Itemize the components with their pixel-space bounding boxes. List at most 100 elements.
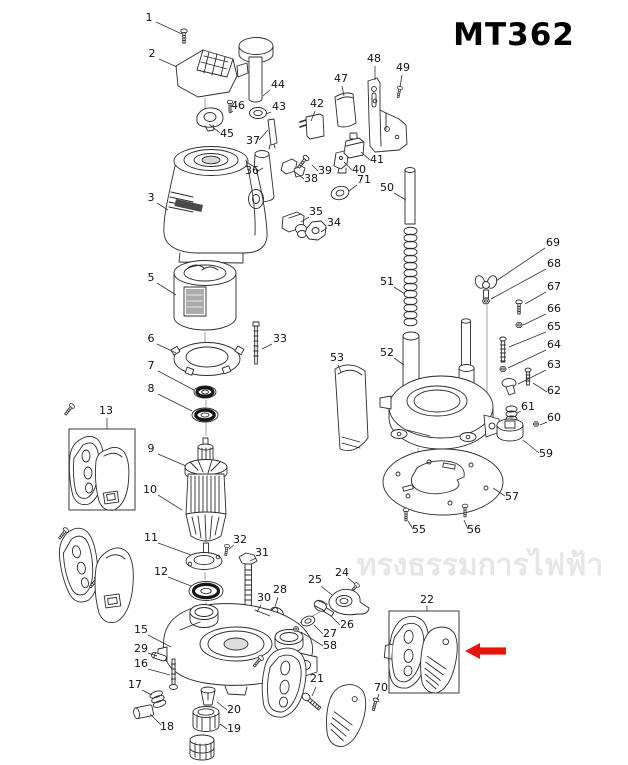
leader-line-36 [257,167,264,172]
leader-line-24 [347,577,356,585]
part-22-handle-inner [383,615,430,689]
part-label-68: 68 [547,257,561,270]
handle-left-inner [58,527,99,603]
leader-line-50 [393,192,407,201]
leader-line-60 [539,421,548,426]
part-2-top-cover [175,49,249,98]
part-19-collet-nut [192,706,220,732]
leader-line-53 [337,364,342,373]
part-label-38: 38 [304,172,318,185]
part-6-retainer-ring [170,342,245,376]
part-label-71: 71 [357,173,371,186]
leader-line-57 [492,487,506,497]
part-label-8: 8 [148,382,155,395]
part-label-45: 45 [220,127,234,140]
part-label-46: 46 [231,99,245,112]
part-13-handle-inner [68,436,105,506]
part-label-7: 7 [148,359,155,372]
part-38-carbon-brush [280,158,306,178]
part-label-16: 16 [134,657,148,670]
part-label-29: 29 [134,642,148,655]
part-21-bolt [301,692,322,711]
part-45-holder [196,107,224,132]
part-label-65: 65 [547,320,561,333]
part-1-screw [180,28,188,44]
part-label-5: 5 [148,271,155,284]
part-label-34: 34 [327,216,341,229]
part-label-24: 24 [335,566,349,579]
leader-line-20 [216,701,228,711]
part-label-10: 10 [143,483,157,496]
part-53-guard [334,364,369,452]
part-label-41: 41 [370,153,384,166]
part-42-capacitor [299,113,325,140]
part-3-motor-housing [163,146,268,264]
part-13-handle-outer [94,447,130,511]
leader-line-71 [348,184,358,192]
part-59-knob-base [496,418,524,442]
part-label-66: 66 [547,302,561,315]
leader-line-6 [156,343,177,354]
leader-line-42 [310,110,316,122]
part-label-37: 37 [246,134,260,147]
leader-line-61 [516,410,522,414]
part-label-22: 22 [420,593,434,606]
part-label-36: 36 [245,164,259,177]
part-label-28: 28 [273,583,287,596]
part-label-59: 59 [539,447,553,460]
part-60-nut [532,421,540,427]
part-label-60: 60 [547,411,561,424]
parts-artwork [56,28,540,761]
part-20-collet-cone [200,686,216,706]
part-label-25: 25 [308,573,322,586]
part-63-thumb-screw [501,378,517,396]
group-box-part-13 [68,428,136,511]
part-label-11: 11 [144,531,158,544]
leader-line-69 [495,247,546,282]
leader-line-28 [274,596,279,608]
part-label-3: 3 [148,191,155,204]
leader-line-3 [156,202,169,211]
part-35-lock-button [281,211,307,238]
part-label-67: 67 [547,280,561,293]
part-34-nut-cap [304,220,327,241]
part-16-screw [169,658,178,690]
leader-line-34 [320,227,328,233]
part-label-52: 52 [380,346,394,359]
part-label-43: 43 [272,100,286,113]
leader-line-41 [360,151,371,161]
part-51-spring [403,226,418,327]
part-70-screw [369,696,380,712]
leader-line-46 [229,110,234,114]
leader-line-43 [265,111,272,115]
part-label-33: 33 [273,332,287,345]
part-label-39: 39 [318,164,332,177]
leader-line-19 [219,723,228,730]
leader-line-21 [311,686,317,697]
part-label-21: 21 [310,672,324,685]
leader-line-51 [393,286,406,295]
part-43-ring-nut [249,107,267,119]
part-label-64: 64 [547,338,561,351]
part-55-screw [402,507,410,522]
leader-line-40 [343,161,353,171]
handle-right-outer [326,684,367,748]
part-label-27: 27 [323,627,337,640]
leader-line-8 [157,393,193,412]
leader-line-68 [490,268,547,300]
part-47-label-sheet [334,92,357,128]
part-50-rod [404,167,416,225]
handle-screw [62,402,76,417]
part-label-51: 51 [380,275,394,288]
part-label-35: 35 [309,205,323,218]
part-25-clamp-lever [328,588,370,616]
leader-line-27 [313,624,324,635]
part-label-70: 70 [374,681,388,694]
part-22-handle-outer [420,626,458,694]
leader-line-70 [376,693,380,701]
part-27-ring [300,615,316,627]
leader-line-64 [507,349,547,369]
page-title: MT362 [453,17,575,53]
part-label-17: 17 [128,678,142,691]
